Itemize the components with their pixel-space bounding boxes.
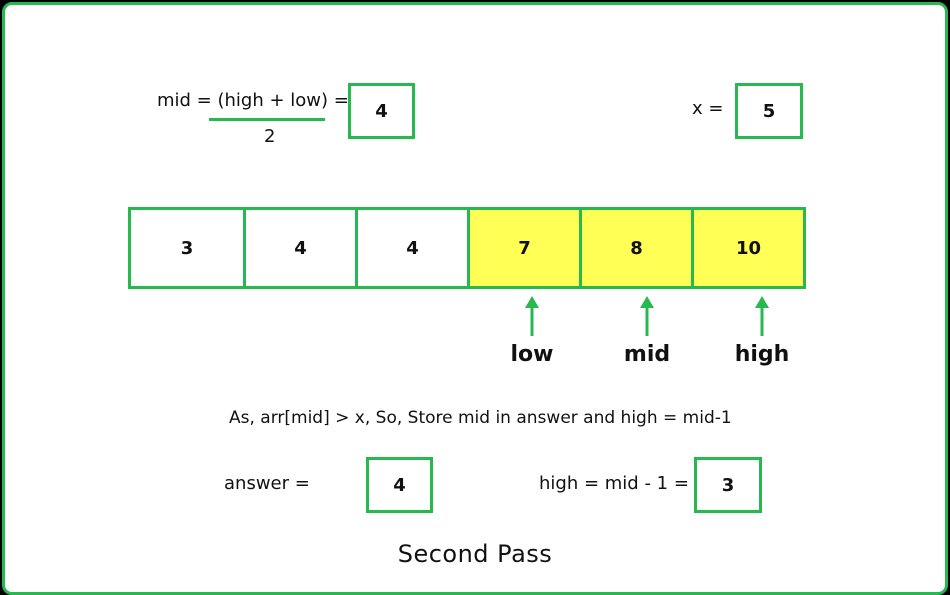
target-label: x = xyxy=(692,98,724,119)
mid-formula-numerator: mid = (high + low) = xyxy=(157,90,349,111)
mid-value-box: 4 xyxy=(348,83,415,139)
mid-formula-denominator: 2 xyxy=(264,126,276,147)
high-update-label: high = mid - 1 = xyxy=(539,473,689,494)
caption: Second Pass xyxy=(397,540,553,568)
array-cell: 3 xyxy=(128,207,246,289)
fraction-bar xyxy=(209,118,325,121)
answer-value-box: 4 xyxy=(366,457,433,513)
up-arrow-icon xyxy=(640,296,654,336)
target-value-box: 5 xyxy=(735,83,803,139)
pointer-label-high: high xyxy=(734,342,790,367)
array-cell: 10 xyxy=(691,207,806,289)
pointer-label-low: low xyxy=(510,342,554,367)
array-cell: 4 xyxy=(243,207,358,289)
high-update-value-box: 3 xyxy=(694,457,762,513)
array-cell: 7 xyxy=(467,207,582,289)
pointer-label-mid: mid xyxy=(623,342,671,367)
answer-label: answer = xyxy=(224,473,310,494)
up-arrow-icon xyxy=(525,296,539,336)
up-arrow-icon xyxy=(755,296,769,336)
array-cell: 8 xyxy=(579,207,694,289)
array-cell: 4 xyxy=(355,207,470,289)
explanation-text: As, arr[mid] > x, So, Store mid in answe… xyxy=(229,408,732,428)
